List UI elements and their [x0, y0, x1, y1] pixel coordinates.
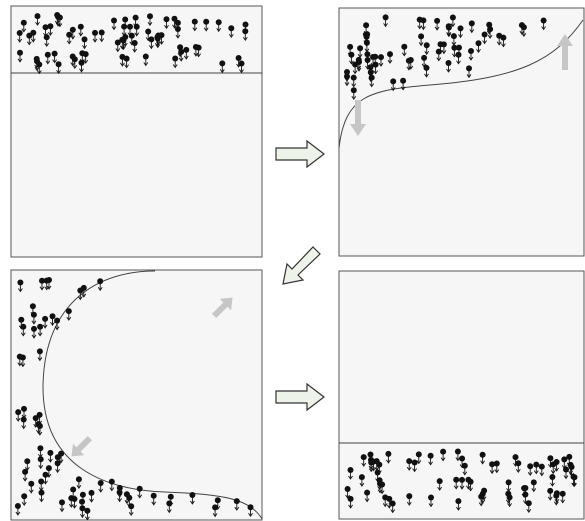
panel-2-frame — [339, 8, 584, 256]
hollow-arrow-icon — [276, 141, 324, 167]
panel-4 — [339, 271, 584, 519]
panel-2 — [339, 8, 584, 256]
panel-1 — [11, 6, 262, 257]
hollow-arrow-icon — [283, 247, 320, 284]
panel-3 — [11, 270, 262, 520]
hollow-arrow-icon — [276, 384, 324, 410]
